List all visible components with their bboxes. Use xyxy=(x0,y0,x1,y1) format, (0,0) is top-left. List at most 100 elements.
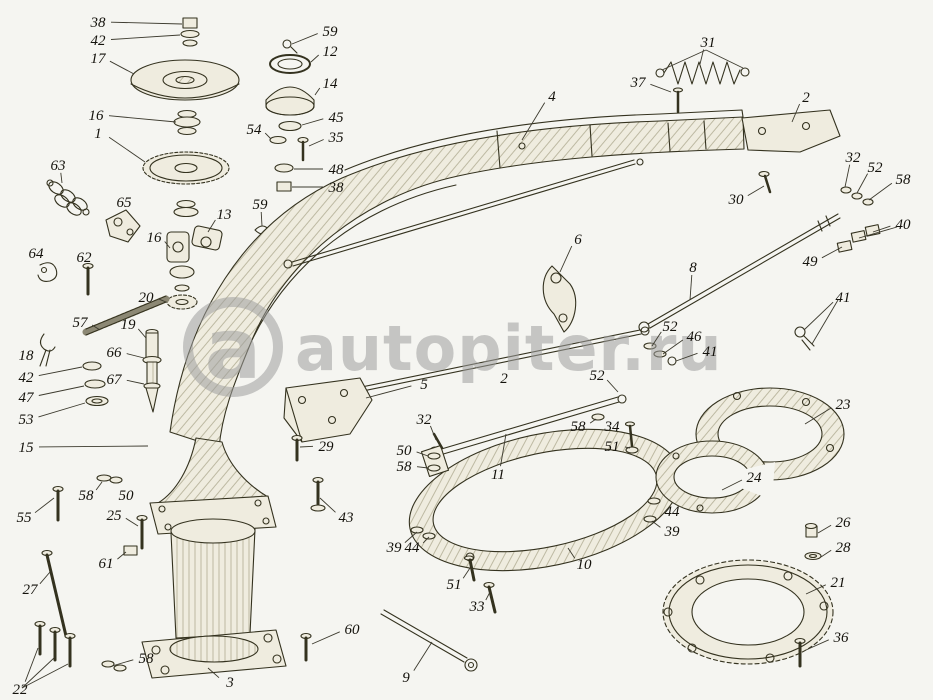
leader-line xyxy=(207,667,220,679)
part-number-label: 15 xyxy=(19,440,35,456)
part-number-label: 6 xyxy=(574,232,582,248)
part-number-label: 29 xyxy=(319,439,335,455)
leader-line xyxy=(791,103,801,123)
leader-line xyxy=(108,136,146,163)
watermark: a autopiter.ru xyxy=(183,297,722,398)
universal-joint xyxy=(166,225,270,310)
part-number-label: 10 xyxy=(577,557,593,573)
leader-line xyxy=(805,584,826,595)
part-number-label: 43 xyxy=(339,510,354,526)
pulley-stack xyxy=(130,17,240,218)
part-number-label: 8 xyxy=(689,260,697,276)
leader-line xyxy=(817,524,832,534)
part-number-label: 58 xyxy=(79,488,95,504)
mount-stack xyxy=(265,39,315,192)
part-number-label: 64 xyxy=(29,246,45,262)
part-number-label: 63 xyxy=(51,158,66,174)
part-number-label: 27 xyxy=(23,582,40,598)
leader-line xyxy=(413,641,433,671)
part-number-label: 53 xyxy=(19,412,34,428)
arm-end-bracket xyxy=(741,109,841,194)
part-number-label: 54 xyxy=(247,122,263,138)
leader-line xyxy=(264,132,272,140)
leader-line xyxy=(95,481,103,491)
part-number-label: 52 xyxy=(868,160,884,176)
leader-line xyxy=(39,571,51,585)
leader-line xyxy=(689,274,693,301)
leader-line xyxy=(38,366,83,377)
watermark-logo-letter: a xyxy=(205,300,262,398)
small-lever xyxy=(37,209,141,296)
leader-line xyxy=(422,536,430,544)
leader-line xyxy=(137,328,147,339)
tension-spring xyxy=(655,61,750,114)
leader-line xyxy=(110,21,183,25)
exploded-view-drawing xyxy=(34,17,881,679)
leader-line xyxy=(319,497,336,513)
part-number-label: 32 xyxy=(845,150,862,166)
mounting-bolts xyxy=(34,474,148,672)
leader-line xyxy=(624,446,631,449)
part-number-label: 38 xyxy=(90,15,107,31)
adjusting-rod xyxy=(638,186,881,351)
part-number-label: 58 xyxy=(139,651,155,667)
leader-line xyxy=(34,497,55,514)
part-number-label: 26 xyxy=(836,515,852,531)
part-number-label: 28 xyxy=(836,540,852,556)
leader-line xyxy=(803,301,834,331)
part-number-label: 32 xyxy=(416,412,433,428)
valve-spindle xyxy=(142,328,162,413)
part-number-label: 16 xyxy=(89,108,105,124)
part-number-label: 60 xyxy=(345,622,361,638)
leader-line xyxy=(301,118,324,126)
leader-line xyxy=(651,331,662,347)
part-number-label: 44 xyxy=(665,504,681,520)
part-number-label: 25 xyxy=(107,508,123,524)
mounting-bracket xyxy=(283,377,373,512)
leader-line xyxy=(117,551,127,560)
part-number-label: 59 xyxy=(323,24,339,40)
brake-band xyxy=(408,413,682,572)
part-number-label: 58 xyxy=(571,419,587,435)
part-number-label: 2 xyxy=(802,90,810,106)
part-number-label: 42 xyxy=(91,33,107,49)
leader-line xyxy=(60,172,63,184)
part-number-label: 36 xyxy=(833,630,850,646)
leader-line xyxy=(868,182,893,201)
part-number-label: 40 xyxy=(896,217,912,233)
leader-line xyxy=(805,639,829,651)
part-number-label: 16 xyxy=(147,230,163,246)
leader-line xyxy=(661,49,707,71)
support-column xyxy=(141,437,287,679)
part-number-label: 31 xyxy=(700,35,716,51)
leader-line xyxy=(299,445,314,448)
part-number-label: 47 xyxy=(19,390,36,406)
leader-line xyxy=(462,567,471,579)
part-number-label: 58 xyxy=(397,459,413,475)
part-number-label: 59 xyxy=(253,197,269,213)
leader-line xyxy=(820,549,832,558)
leader-line xyxy=(38,385,85,396)
leader-line xyxy=(429,425,437,441)
leader-line xyxy=(24,647,39,682)
leader-line xyxy=(126,353,145,359)
part-number-label: 23 xyxy=(836,397,851,413)
part-number-label: 41 xyxy=(836,290,851,306)
part-number-label: 67 xyxy=(107,372,124,388)
leader-line xyxy=(485,591,491,601)
part-number-label: 44 xyxy=(405,540,421,556)
part-number-label: 51 xyxy=(447,577,462,593)
part-number-label: 19 xyxy=(121,317,137,333)
leader-line xyxy=(38,402,86,418)
part-number-label: 11 xyxy=(491,467,505,483)
part-number-label: 55 xyxy=(17,510,33,526)
leader-line xyxy=(125,517,139,527)
part-number-label: 65 xyxy=(117,195,133,211)
leader-line xyxy=(91,324,101,331)
part-number-label: 1 xyxy=(94,126,102,142)
leader-line xyxy=(108,115,177,123)
part-number-label: 58 xyxy=(896,172,912,188)
part-number-label: 37 xyxy=(630,75,648,91)
part-number-label: 13 xyxy=(217,207,232,223)
